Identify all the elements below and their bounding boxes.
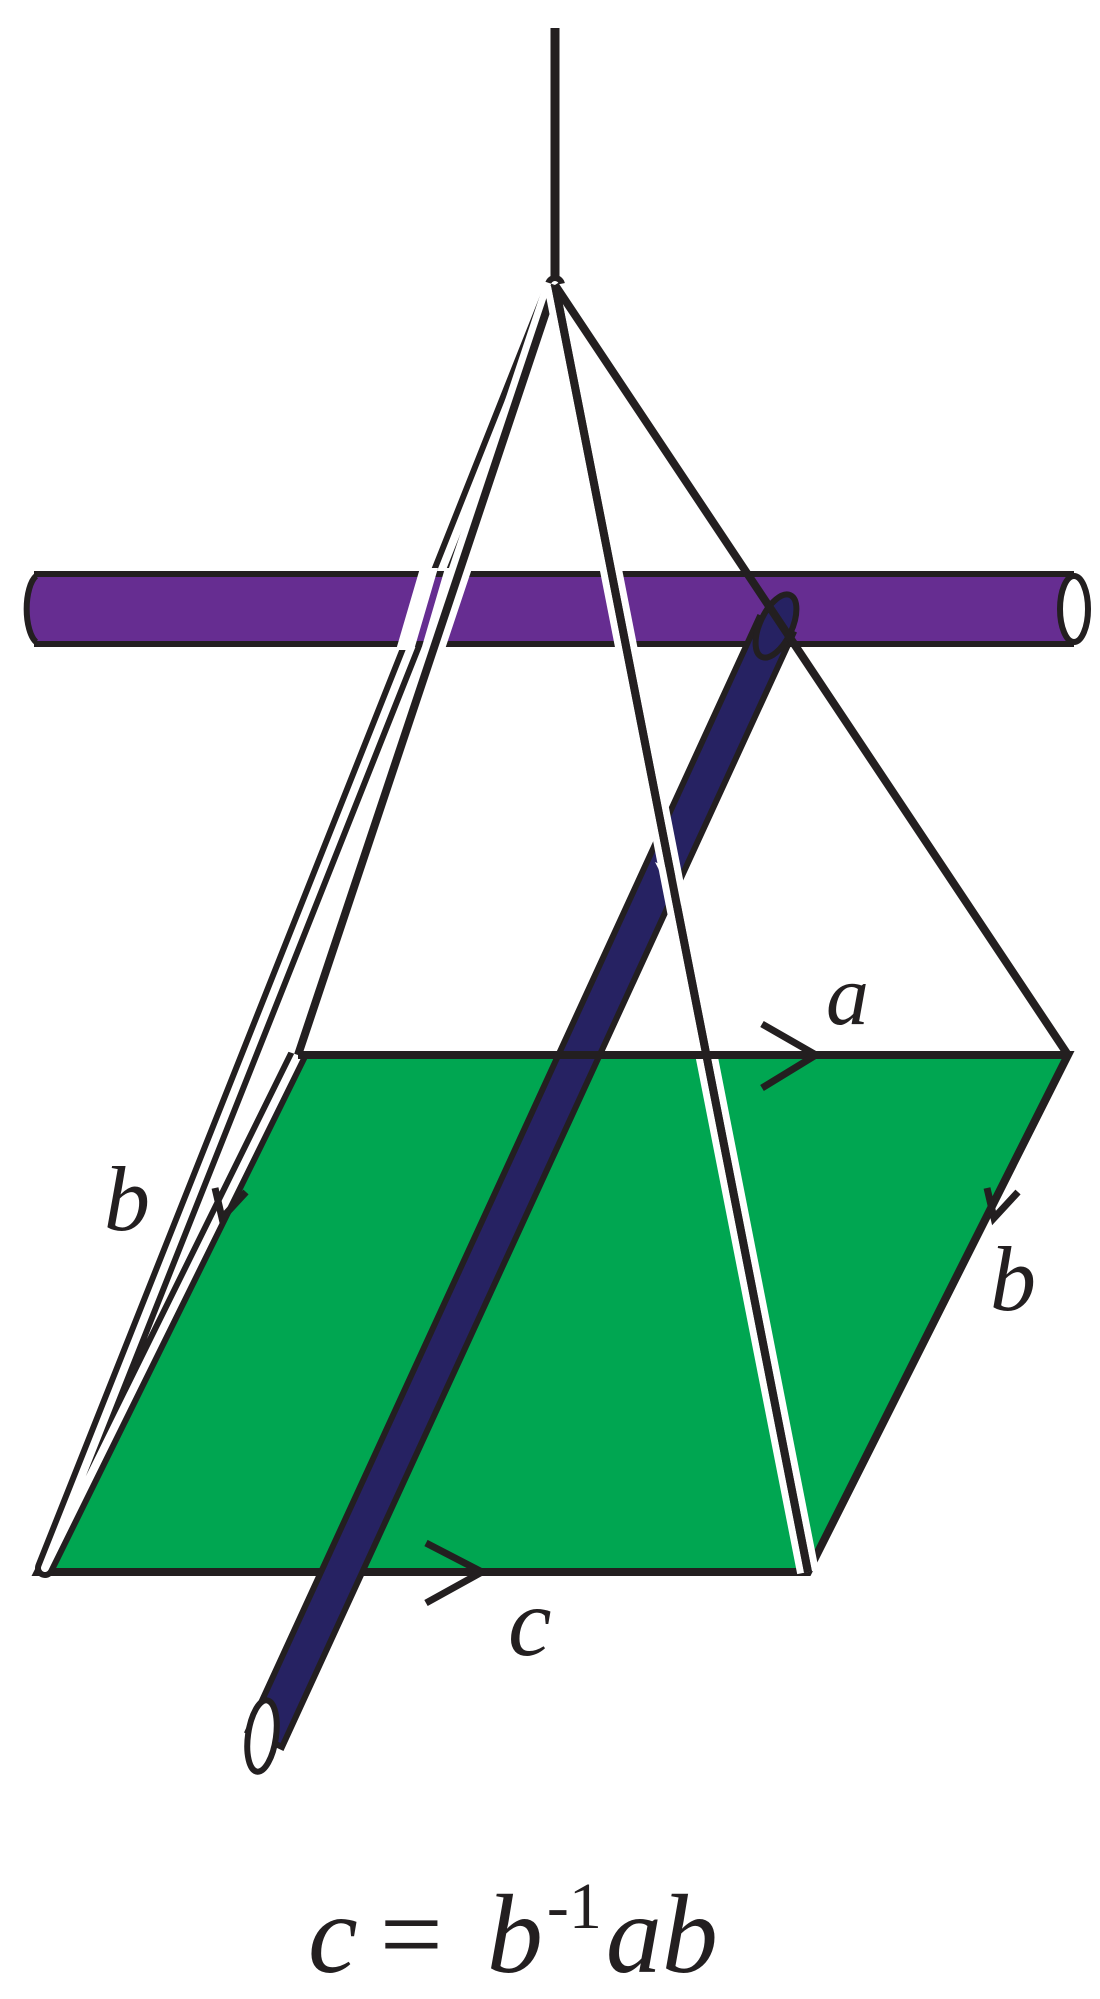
label-b-left: b [104,1148,150,1250]
equation: c= b-1ab [308,1870,718,1997]
equation-exponent: -1 [547,1870,602,1943]
label-b-right: b [990,1228,1036,1330]
arrow-b-right [983,1187,1021,1226]
equation-lhs: c [308,1873,358,1997]
equation-equals: = [380,1873,443,1997]
label-a: a [826,947,869,1043]
strand-left-front [287,281,566,1059]
equation-rhs-tail: ab [606,1873,718,1997]
strand-right [551,282,1072,1058]
horizontal-tube [23,568,1091,650]
arrow-c [424,1539,490,1607]
strand-middle-overdraw [551,284,812,1573]
equation-b: b [487,1873,543,1997]
label-c: c [508,1569,552,1677]
arrow-b-left [211,1187,249,1226]
arrow-a [760,1020,823,1091]
